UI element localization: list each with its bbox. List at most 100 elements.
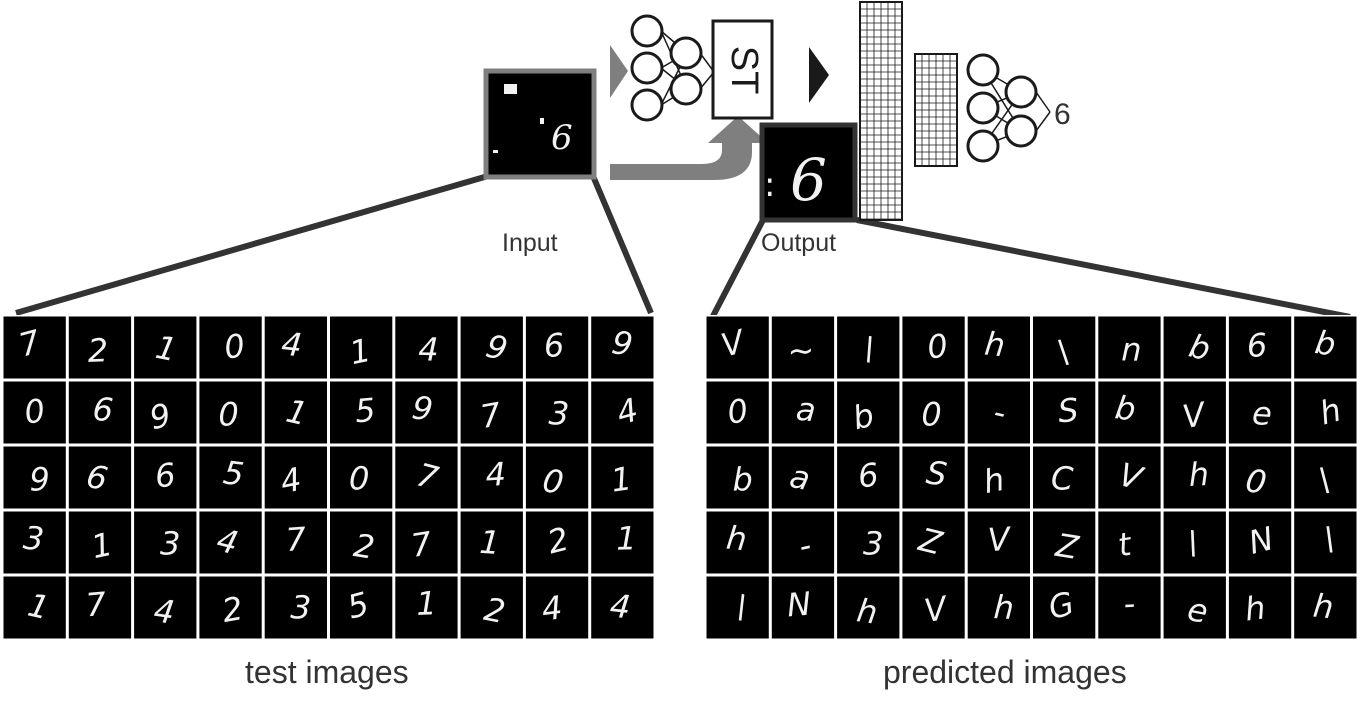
localization-network bbox=[630, 14, 715, 122]
predicted-image-cell: - bbox=[1098, 576, 1161, 639]
neuron bbox=[630, 88, 664, 122]
test-image-cell: 7 bbox=[460, 381, 523, 444]
neuron bbox=[966, 53, 1000, 87]
predicted-image-digit: e bbox=[1251, 394, 1273, 433]
predicted-image-cell: h bbox=[1294, 381, 1357, 444]
predicted-image-cell: b bbox=[837, 381, 900, 444]
test-image-digit: 0 bbox=[348, 459, 370, 498]
output-connector-right bbox=[856, 217, 1351, 320]
test-image-cell: 6 bbox=[68, 381, 132, 444]
test-image-cell: 1 bbox=[591, 511, 654, 574]
predicted-image-cell: 0 bbox=[1228, 446, 1292, 509]
predicted-image-cell: V bbox=[706, 316, 769, 379]
test-image-cell: 0 bbox=[199, 316, 262, 379]
predicted-image-digit: ~ bbox=[787, 331, 815, 370]
predicted-image-cell: \ bbox=[706, 576, 769, 639]
predicted-image-digit: S bbox=[924, 453, 949, 493]
test-image-digit: 1 bbox=[416, 584, 438, 623]
predicted-image-digit: h bbox=[983, 325, 1007, 365]
test-image-cell: 5 bbox=[199, 446, 262, 509]
neuron bbox=[1004, 75, 1038, 109]
test-image-cell: 2 bbox=[460, 576, 523, 639]
test-image-cell: 9 bbox=[395, 381, 458, 444]
predicted-image-cell: b bbox=[1294, 316, 1357, 379]
test-image-cell: 0 bbox=[330, 446, 393, 509]
output-thumbnail: 6 : bbox=[759, 122, 858, 223]
test-image-digit: 1 bbox=[478, 523, 501, 562]
test-image-cell: 7 bbox=[264, 511, 327, 574]
test-image-cell: 9 bbox=[460, 316, 523, 379]
predicted-image-digit: h bbox=[725, 519, 749, 559]
input-connector-left bbox=[15, 173, 489, 316]
arrow-to-classifier bbox=[809, 47, 829, 103]
test-image-cell: 7 bbox=[68, 576, 132, 639]
predicted-image-cell: h bbox=[1163, 446, 1226, 509]
bypass-arrow bbox=[610, 116, 768, 180]
predicted-image-digit: 6 bbox=[1246, 326, 1269, 365]
neuron bbox=[630, 14, 664, 48]
predicted-images-caption: predicted images bbox=[883, 654, 1127, 690]
predicted-image-digit: h bbox=[993, 588, 1015, 627]
test-image-cell: 1 bbox=[460, 511, 523, 574]
test-image-cell: 7 bbox=[395, 511, 458, 574]
input-thumbnail: 6 bbox=[483, 68, 597, 180]
test-image-cell: 4 bbox=[395, 316, 458, 379]
output-noise-mark: : bbox=[764, 165, 775, 205]
predicted-image-digit: \ bbox=[1316, 460, 1332, 499]
test-image-cell: 7 bbox=[395, 446, 458, 509]
predicted-image-digit: \ bbox=[1324, 519, 1335, 557]
output-connector-left bbox=[710, 218, 766, 318]
test-image-cell: 4 bbox=[264, 316, 327, 379]
test-image-digit: 2 bbox=[87, 331, 109, 370]
test-image-cell: 2 bbox=[330, 511, 393, 574]
test-image-digit: 0 bbox=[218, 396, 238, 434]
test-image-digit: 3 bbox=[548, 394, 570, 433]
neuron bbox=[669, 72, 703, 106]
predicted-image-cell: t bbox=[1098, 511, 1161, 574]
predicted-image-cell: h bbox=[706, 511, 769, 574]
test-image-cell: 2 bbox=[199, 576, 262, 639]
predicted-image-cell: Z bbox=[902, 511, 965, 574]
predicted-image-cell: 3 bbox=[837, 511, 900, 574]
test-image-digit: 6 bbox=[91, 390, 115, 430]
predicted-image-cell: 6 bbox=[837, 446, 900, 509]
predicted-image-cell: \ bbox=[837, 316, 900, 379]
test-image-cell: 4 bbox=[264, 446, 327, 509]
predicted-image-cell: b bbox=[1163, 316, 1226, 379]
feature-map-large bbox=[859, 1, 903, 221]
test-image-digit: 6 bbox=[543, 326, 566, 365]
predicted-image-digit: h bbox=[1188, 455, 1210, 494]
predicted-image-digit: S bbox=[1056, 391, 1080, 431]
predicted-image-cell: - bbox=[967, 381, 1030, 444]
test-image-digit: 7 bbox=[284, 520, 308, 559]
input-noise-patch bbox=[493, 150, 498, 153]
predicted-image-cell: N bbox=[771, 576, 835, 639]
predicted-image-cell: N bbox=[1228, 511, 1292, 574]
predicted-image-cell: \ bbox=[1294, 446, 1357, 509]
test-image-digit: 1 bbox=[616, 519, 637, 557]
predicted-image-cell: V bbox=[967, 511, 1030, 574]
predicted-image-cell: 6 bbox=[1228, 316, 1292, 379]
st-module: ST bbox=[711, 19, 774, 120]
test-image-cell: 1 bbox=[395, 576, 458, 639]
neuron bbox=[630, 51, 664, 85]
predicted-image-cell: h bbox=[967, 446, 1030, 509]
predicted-image-cell: b bbox=[706, 446, 769, 509]
test-image-cell: 1 bbox=[3, 576, 66, 639]
predicted-image-cell: h bbox=[967, 316, 1030, 379]
predicted-image-digit: N bbox=[785, 585, 812, 625]
test-image-cell: 9 bbox=[591, 316, 654, 379]
test-image-digit: 9 bbox=[29, 460, 50, 498]
predicted-image-cell: S bbox=[1033, 381, 1096, 444]
predicted-image-cell: \ bbox=[1033, 316, 1096, 379]
test-image-digit: 7 bbox=[84, 585, 108, 625]
test-image-cell: 0 bbox=[199, 381, 262, 444]
predicted-image-cell: b bbox=[1098, 381, 1161, 444]
test-image-cell: 6 bbox=[134, 446, 197, 509]
test-image-cell: 5 bbox=[330, 381, 393, 444]
test-images-caption: test images bbox=[245, 654, 409, 690]
output-label: Output bbox=[761, 229, 837, 257]
test-image-cell: 2 bbox=[525, 511, 589, 574]
